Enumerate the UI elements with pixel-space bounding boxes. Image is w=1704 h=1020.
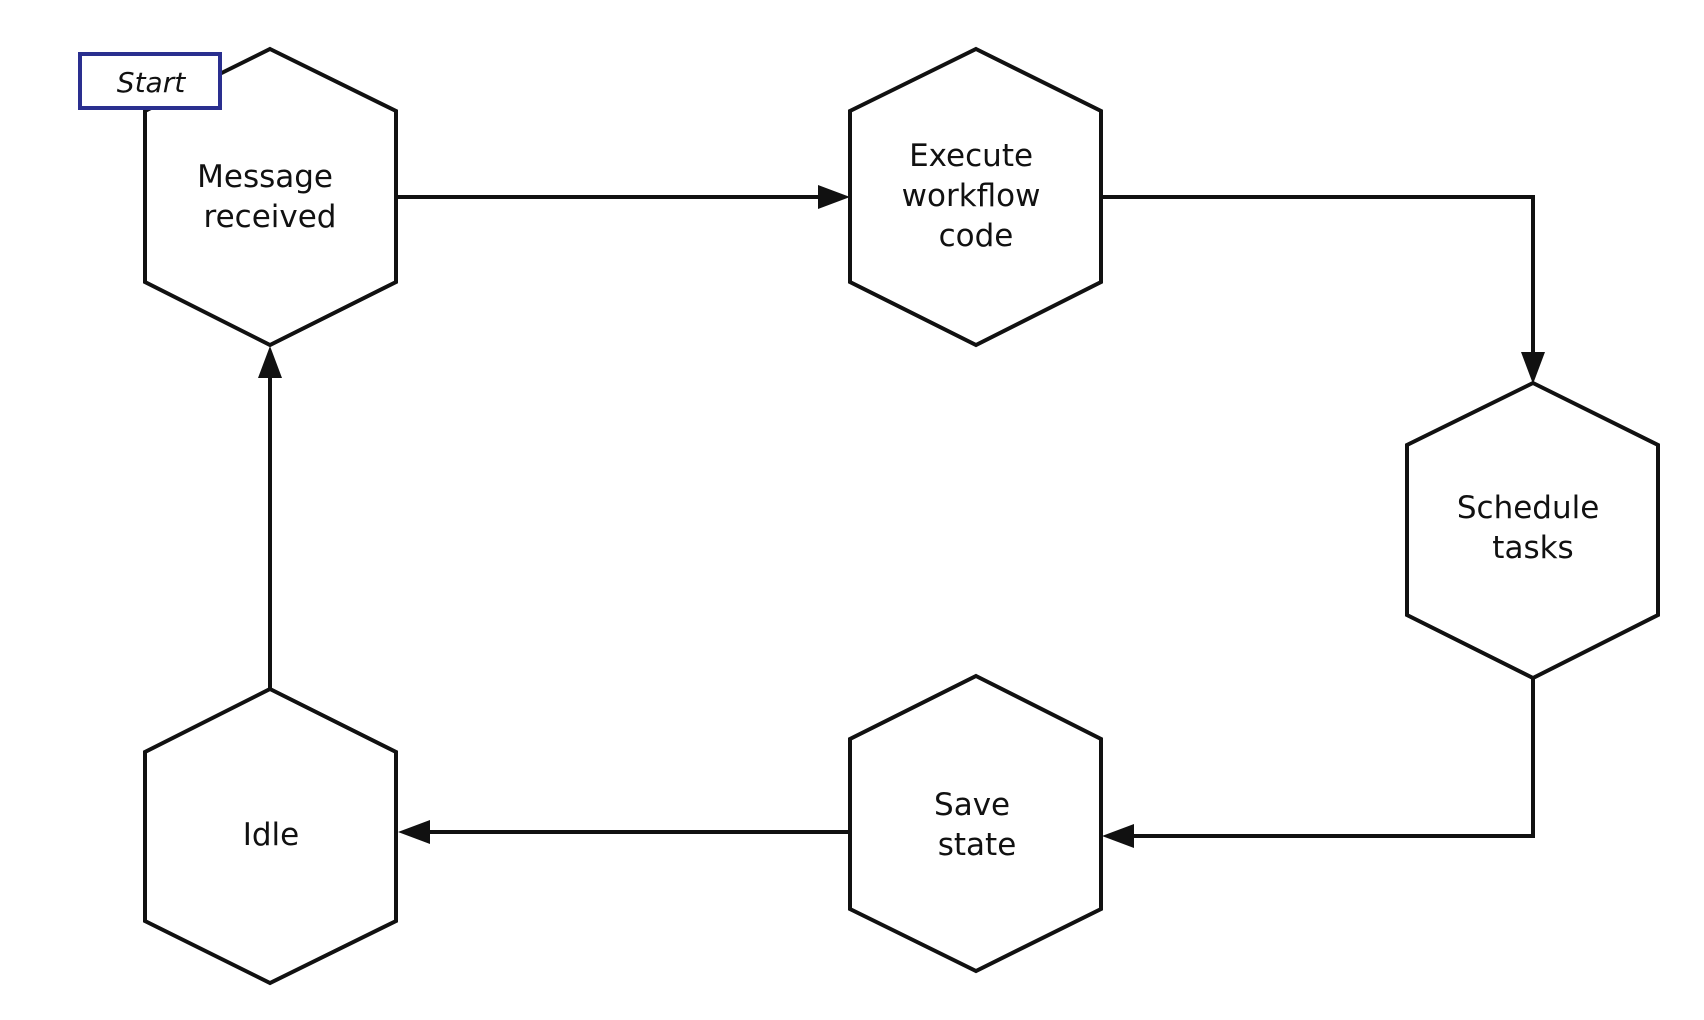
node-label-line: tasks [1492,530,1573,566]
node-label-line: Save [934,787,1010,823]
node-label: Execute workflow code [902,138,1051,254]
node-schedule-tasks[interactable]: Schedule tasks [1405,380,1660,681]
hexagon-shape [848,46,1103,348]
edge-save-to-idle [398,820,851,844]
node-label-line: Idle [243,817,300,853]
node-label-line: received [204,199,337,235]
edge-message-to-execute [398,185,850,209]
node-label-line: Schedule [1457,490,1599,526]
node-label-line: Execute [909,138,1033,174]
node-execute-workflow-code[interactable]: Execute workflow code [848,46,1103,348]
node-label: Save state [934,787,1020,863]
hexagon-shape [848,673,1103,974]
node-label: Schedule tasks [1457,490,1609,566]
node-label: Message received [197,159,343,235]
node-label-line: workflow [902,178,1041,214]
start-badge-box [78,52,222,110]
node-label-line: state [938,827,1017,863]
node-label-line: code [939,218,1014,254]
hexagon-shape [143,686,398,986]
start-badge-label: Start [117,66,186,99]
node-idle[interactable]: Idle [143,686,398,986]
edge-idle-to-message [258,346,282,688]
edges [258,185,1545,848]
edge-execute-to-schedule [1102,195,1545,384]
node-message-received[interactable]: Message received [143,46,398,348]
edge-schedule-to-save [1102,676,1535,848]
node-label: Idle [243,817,300,853]
hexagon-shape [1405,380,1660,681]
node-label-line: Message [197,159,333,195]
node-save-state[interactable]: Save state [848,673,1103,974]
start-badge: Start [78,52,222,110]
hexagon-shape [143,46,398,348]
